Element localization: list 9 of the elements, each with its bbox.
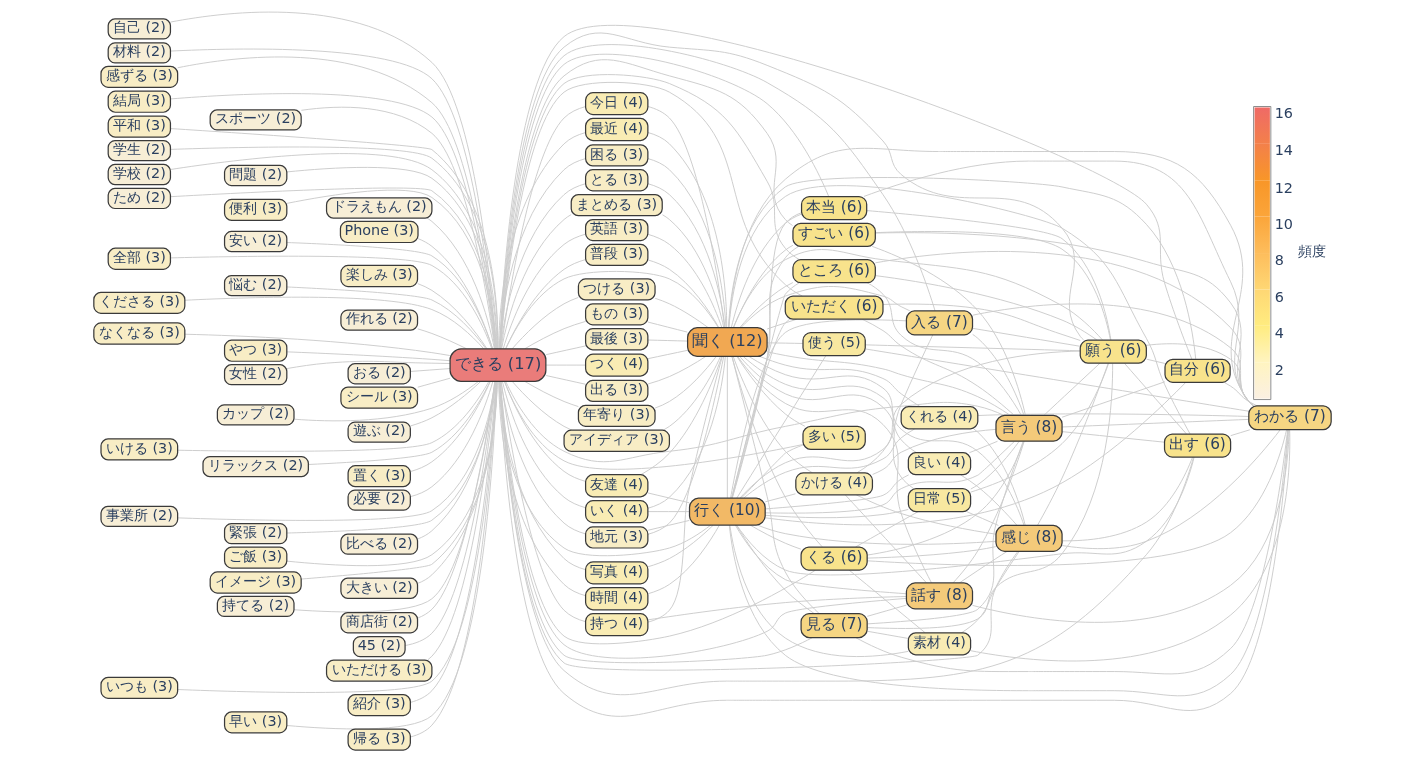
- label: 16: [1274, 105, 1293, 121]
- label: 10: [1274, 216, 1293, 233]
- label: 頻度: [1297, 243, 1326, 260]
- label: 2: [1274, 361, 1284, 378]
- label: 4: [1274, 325, 1284, 342]
- label: 8: [1274, 252, 1284, 269]
- label: 14: [1274, 142, 1293, 159]
- label: 6: [1274, 288, 1284, 305]
- label: 12: [1274, 179, 1293, 196]
